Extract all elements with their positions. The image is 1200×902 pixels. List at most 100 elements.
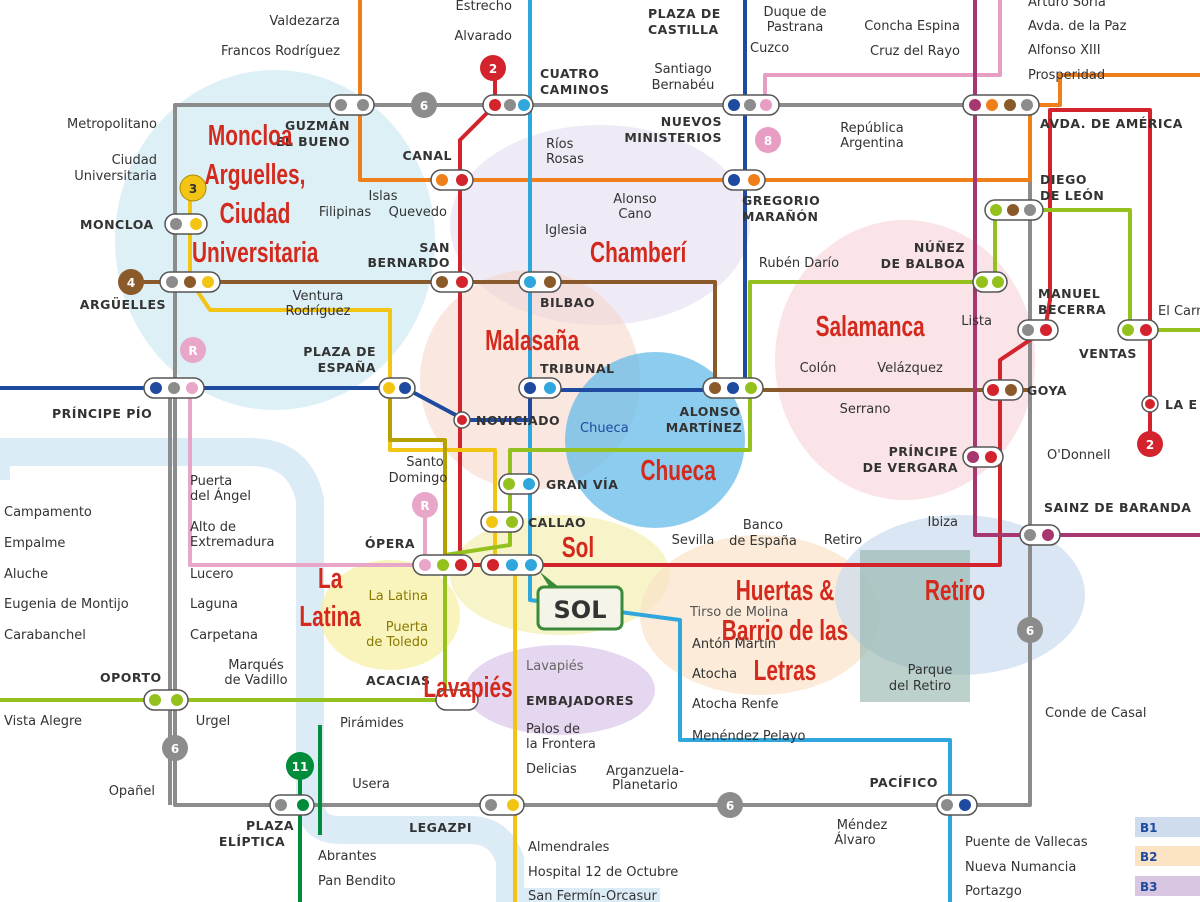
station-banco: Banco <box>743 518 783 533</box>
line-badge-6-left: 6 <box>162 735 188 761</box>
node-goya <box>982 379 1024 401</box>
station-ruben-dario: Rubén Darío <box>759 256 839 271</box>
station-oporto: OPORTO <box>100 670 162 685</box>
node-nunez-balboa <box>972 271 1008 293</box>
station-de-vadillo: de Vadillo <box>224 673 287 688</box>
node-plaza-eliptica <box>269 794 315 816</box>
station-concha-espina: Concha Espina <box>864 19 960 34</box>
station-rodriguez: Rodríguez <box>286 304 351 319</box>
nb-letras: Letras <box>754 655 817 687</box>
station-de-balboa: DE BALBOA <box>881 256 965 271</box>
nb-latina: Latina <box>299 601 361 633</box>
node-manuel-becerra <box>1017 319 1059 341</box>
svg-text:3: 3 <box>189 182 197 196</box>
station-plaza-de-castilla-1: PLAZA DE <box>648 6 721 21</box>
station-parque: Parque <box>908 663 953 678</box>
station-conde-casal: Conde de Casal <box>1045 706 1146 721</box>
node-canal <box>430 169 474 191</box>
station-diego: DIEGO <box>1040 172 1087 187</box>
station-vista-alegre: Vista Alegre <box>4 714 82 729</box>
station-de-toledo: de Toledo <box>366 635 428 650</box>
node-opera <box>412 554 474 576</box>
line-8 <box>763 0 1002 105</box>
station-rosas: Rosas <box>546 152 584 167</box>
nb-sol: Sol <box>562 532 594 564</box>
line-badge-2-north: 2 <box>480 55 506 81</box>
station-laguna: Laguna <box>190 597 238 612</box>
area-chueca <box>565 352 745 528</box>
station-alvaro: Álvaro <box>834 832 875 848</box>
station-la-frontera: la Frontera <box>526 737 596 752</box>
svg-text:6: 6 <box>171 742 179 756</box>
station-de-vergara: DE VERGARA <box>863 460 958 475</box>
station-sevilla: Sevilla <box>672 533 715 548</box>
node-plaza-espana <box>378 377 416 399</box>
line-2 <box>458 70 1152 567</box>
station-prosperidad: Prosperidad <box>1028 68 1105 83</box>
sol-callout-label: SOL <box>554 596 607 624</box>
station-quevedo: Quevedo <box>389 205 447 220</box>
station-opanel: Opañel <box>109 784 155 799</box>
nb-universitaria: Universitaria <box>192 237 319 269</box>
station-cuzco: Cuzco <box>750 41 789 56</box>
station-nuevos: NUEVOS <box>661 114 722 129</box>
station-carpetana: Carpetana <box>190 628 258 643</box>
area-salamanca <box>775 220 1035 500</box>
station-pacifico: PACÍFICO <box>869 775 938 790</box>
station-el-bueno: EL BUENO <box>276 134 350 149</box>
svg-text:6: 6 <box>1026 624 1034 638</box>
station-becerra: BECERRA <box>1038 302 1106 317</box>
station-ventas: VENTAS <box>1079 346 1137 361</box>
node-oporto <box>143 689 189 711</box>
station-chueca: Chueca <box>580 421 629 436</box>
station-espana: ESPAÑA <box>318 360 376 375</box>
svg-text:8: 8 <box>764 134 772 148</box>
station-embajadores: EMBAJADORES <box>526 693 634 708</box>
line-5 <box>0 208 1200 702</box>
station-cuatro: CUATRO <box>540 66 599 81</box>
station-martinez: MARTÍNEZ <box>666 420 742 435</box>
station-palos-de: Palos de <box>526 722 580 737</box>
station-principe-pio: PRÍNCIPE PÍO <box>52 406 152 421</box>
station-tirso: Tirso de Molina <box>689 605 788 620</box>
nb-retiro: Retiro <box>925 575 985 607</box>
node-avda-america <box>962 94 1040 116</box>
line-badge-6-top: 6 <box>411 92 437 118</box>
station-arganzuela: Arganzuela- <box>606 764 684 779</box>
station-metropolitano: Metropolitano <box>67 117 157 132</box>
nb-la: La <box>318 563 343 595</box>
node-legazpi <box>479 794 525 816</box>
nb-lavapies: Lavapiés <box>423 672 512 704</box>
station-eliptica: ELÍPTICA <box>219 834 285 849</box>
line-badge-6-bottom: 6 <box>717 792 743 818</box>
station-marques: Marqués <box>228 658 284 673</box>
line-badge-8: 8 <box>755 127 781 153</box>
legend-b2: B2 <box>1140 850 1158 864</box>
nb-moncloa: Moncloa <box>208 120 293 152</box>
station-goya: GOYA <box>1027 383 1067 398</box>
station-campamento: Campamento <box>4 505 92 520</box>
station-ministerios: MINISTERIOS <box>624 130 722 145</box>
node-nuevos-ministerios <box>722 94 780 116</box>
node-la-elipa <box>1141 395 1159 413</box>
station-argentina: Argentina <box>840 136 903 151</box>
line-4 <box>130 280 1030 392</box>
station-alonso-m: ALONSO <box>680 404 741 419</box>
station-san-fermin: San Fermín-Orcasur <box>528 889 657 902</box>
sol-callout: SOL <box>536 572 624 631</box>
node-tribunal <box>518 377 562 399</box>
station-lavapies: Lavapiés <box>526 659 584 674</box>
station-la-latina: La Latina <box>369 589 428 604</box>
station-santo: Santo <box>406 455 444 470</box>
station-hospital-12: Hospital 12 de Octubre <box>528 865 678 880</box>
line-r <box>188 385 427 567</box>
station-bilbao: BILBAO <box>540 295 595 310</box>
node-moncloa <box>164 213 208 235</box>
station-ibiza: Ibiza <box>928 515 959 530</box>
station-portazgo: Portazgo <box>965 884 1022 899</box>
node-principe-pio <box>143 377 205 399</box>
svg-text:2: 2 <box>1146 438 1154 452</box>
station-legazpi: LEGAZPI <box>409 820 472 835</box>
node-guzman <box>329 94 375 116</box>
